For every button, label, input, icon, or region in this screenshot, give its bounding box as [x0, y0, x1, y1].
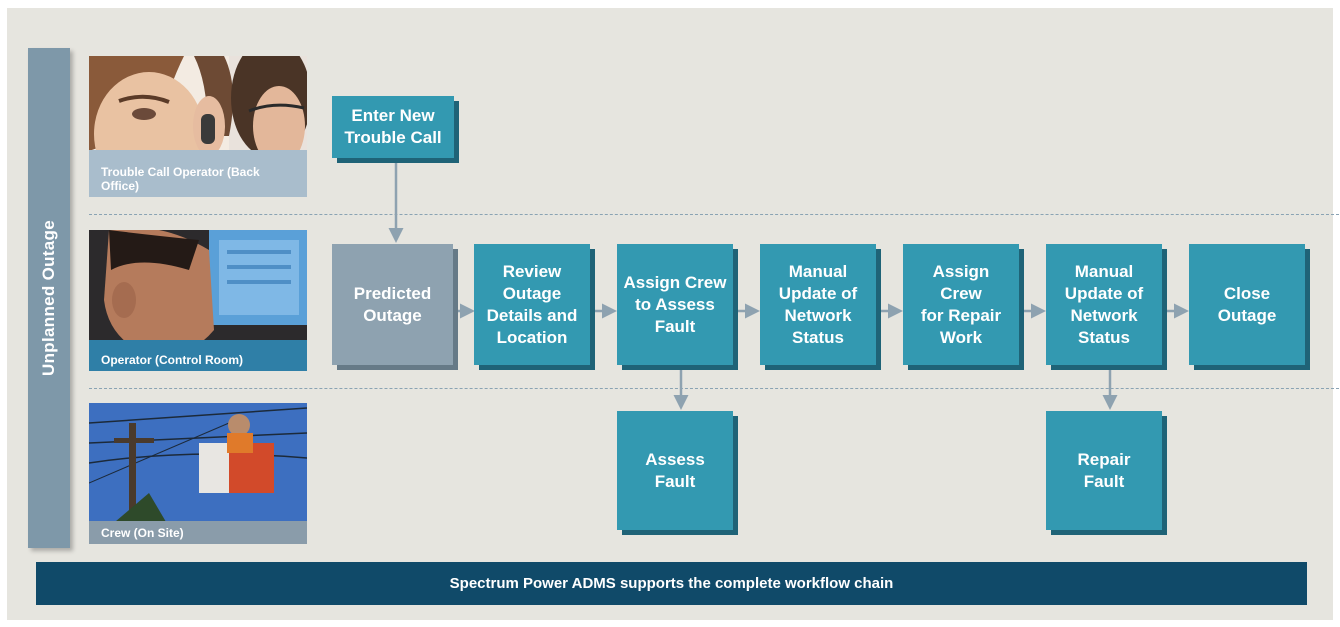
step-assign-crew-assess: Assign Crew to Assess Fault	[617, 244, 733, 365]
lane-divider	[89, 214, 1339, 215]
lane-photo-control-room-operator: Operator (Control Room)	[89, 230, 307, 371]
step-predicted-outage: Predicted Outage	[332, 244, 453, 365]
lane-divider	[89, 388, 1339, 389]
lane-photo-trouble-call-operator: Trouble Call Operator (Back Office)	[89, 56, 307, 197]
step-enter-new-trouble-call: Enter New Trouble Call	[332, 96, 454, 158]
control-room-operator-image	[89, 230, 307, 371]
lane-caption: Crew (On Site)	[89, 523, 307, 544]
side-label-text: Unplanned Outage	[39, 220, 58, 376]
step-manual-update-network-1: Manual Update of Network Status	[760, 244, 876, 365]
step-repair-fault: Repair Fault	[1046, 411, 1162, 530]
footer-text: Spectrum Power ADMS supports the complet…	[449, 575, 894, 592]
step-assign-crew-repair: Assign Crew for Repair Work	[903, 244, 1019, 365]
step-review-outage-details: Review Outage Details and Location	[474, 244, 590, 365]
lane-photo-crew-on-site: Crew (On Site)	[89, 403, 307, 544]
swimlane-side-label: Unplanned Outage	[28, 48, 70, 548]
step-manual-update-network-2: Manual Update of Network Status	[1046, 244, 1162, 365]
lane-caption: Operator (Control Room)	[89, 350, 307, 371]
step-assess-fault: Assess Fault	[617, 411, 733, 530]
step-close-outage: Close Outage	[1189, 244, 1305, 365]
lane-caption: Trouble Call Operator (Back Office)	[89, 162, 307, 197]
footer-banner: Spectrum Power ADMS supports the complet…	[36, 562, 1307, 605]
